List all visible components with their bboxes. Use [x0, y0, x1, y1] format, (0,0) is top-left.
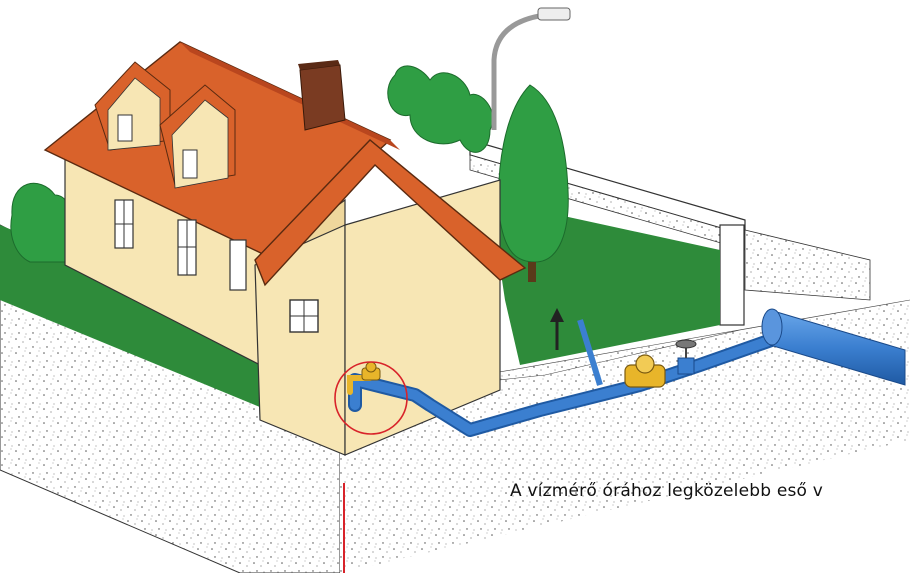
callout-line	[343, 483, 345, 573]
chimney-icon	[298, 60, 345, 130]
caption-text: A vízmérő órához legközelebb eső v	[510, 481, 823, 501]
